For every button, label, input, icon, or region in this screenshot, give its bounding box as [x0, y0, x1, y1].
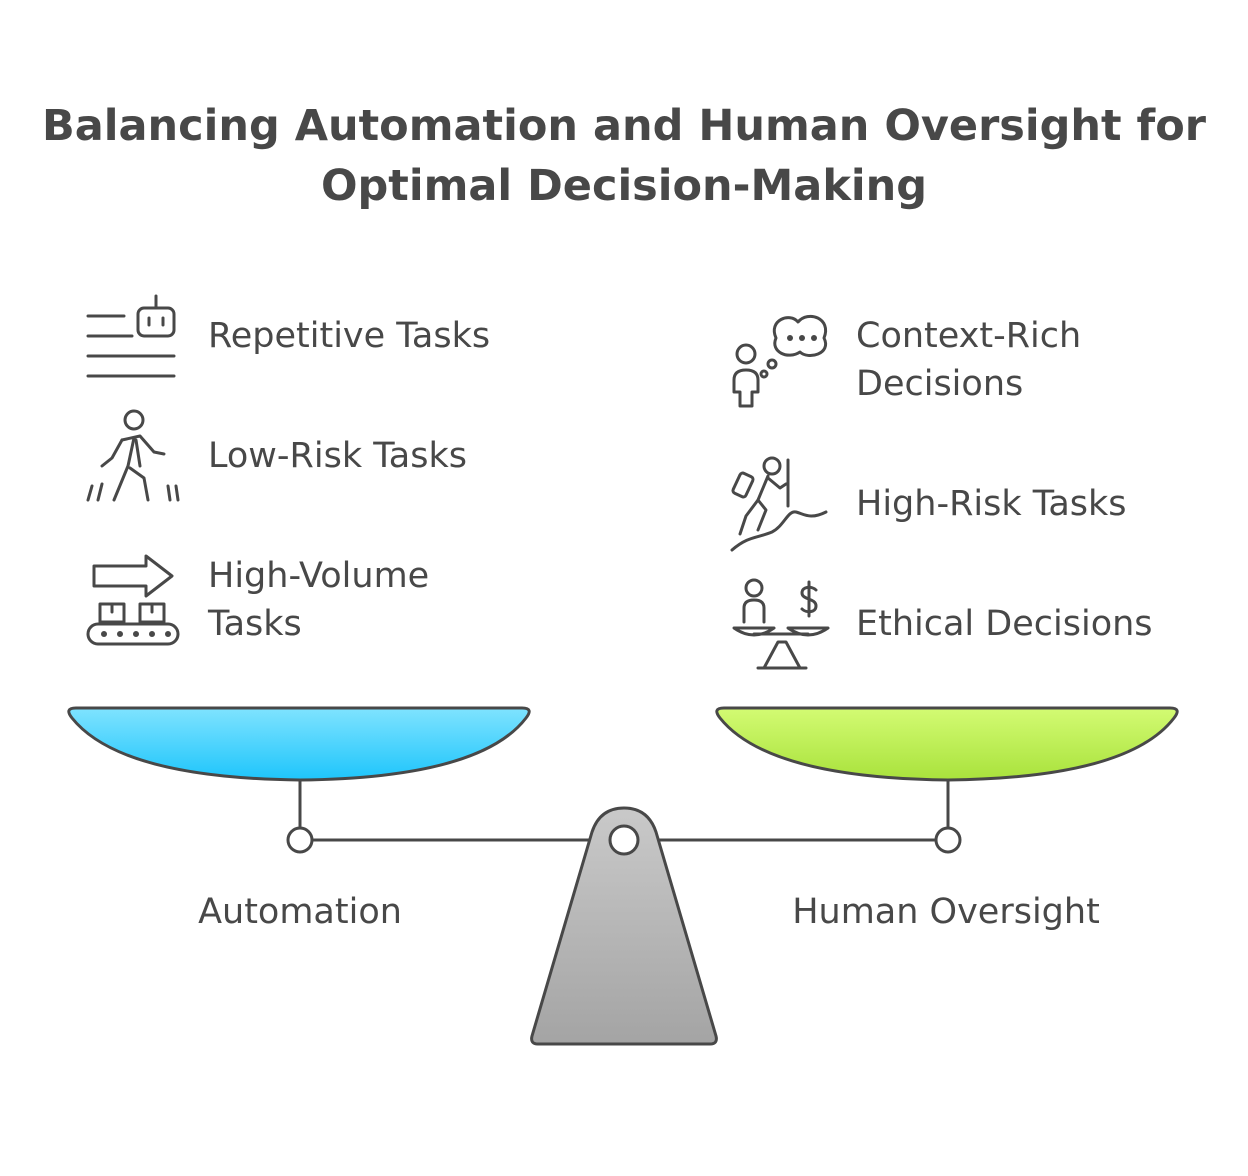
context-rich-line-1: Context-Rich	[856, 316, 1082, 356]
high-volume-line-2: Tasks	[208, 604, 302, 644]
automation-item-high-volume-tasks: High-Volume Tasks	[208, 552, 429, 648]
walking-person-icon	[86, 409, 180, 502]
conveyor-belt-icon	[86, 554, 180, 646]
oversight-item-context-rich-decisions: Context-Rich Decisions	[856, 312, 1081, 408]
ethics-scale-icon	[732, 578, 830, 670]
automation-pivot	[286, 826, 314, 854]
automation-item-low-risk-tasks: Low-Risk Tasks	[208, 436, 467, 476]
automation-label: Automation	[198, 892, 402, 932]
fulcrum-pivot	[608, 824, 640, 856]
diagram-title: Balancing Automation and Human Oversight…	[0, 96, 1248, 216]
robot-tasks-icon	[86, 294, 176, 378]
thinking-person-icon	[732, 315, 828, 408]
title-line-1: Balancing Automation and Human Oversight…	[41, 101, 1207, 151]
context-rich-line-2: Decisions	[856, 364, 1024, 404]
climber-icon	[730, 456, 828, 552]
oversight-pivot	[934, 826, 962, 854]
automation-pan	[67, 706, 531, 782]
human-oversight-label: Human Oversight	[792, 892, 1100, 932]
automation-item-repetitive-tasks: Repetitive Tasks	[208, 316, 491, 356]
high-volume-line-1: High-Volume	[208, 556, 430, 596]
oversight-item-ethical-decisions: Ethical Decisions	[856, 604, 1153, 644]
scale-fulcrum	[530, 806, 718, 1046]
oversight-pan	[715, 706, 1179, 782]
oversight-item-high-risk-tasks: High-Risk Tasks	[856, 484, 1127, 524]
title-line-2: Optimal Decision-Making	[320, 161, 928, 211]
